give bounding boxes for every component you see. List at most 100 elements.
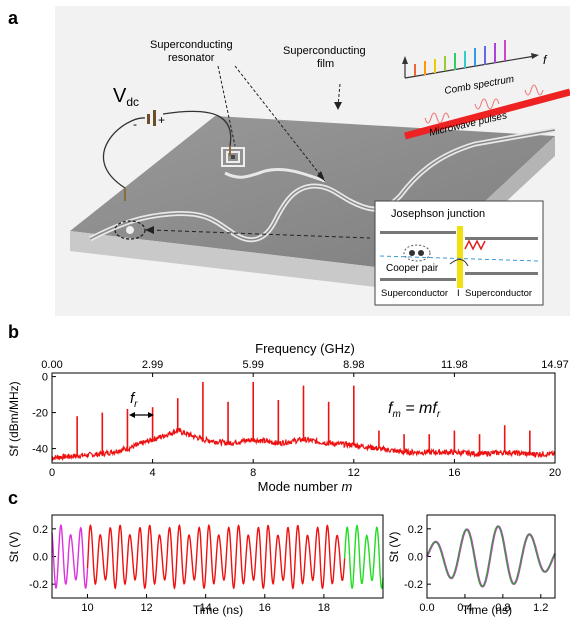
fr-arrowhead-right [148,412,154,418]
inset-arrow-line [149,229,371,239]
cpw-trace-upper [224,167,326,183]
c1-y-axis-label: St (V) [7,532,21,563]
fr-arrowhead-left [129,412,135,418]
device-schematic: Vdc - + Superconducting resonator Superc… [55,6,570,316]
callout-film: Superconducting film [283,45,369,70]
top-tick-label: 5.99 [242,359,263,371]
top-tick-label: 0.00 [41,359,62,371]
inset-divider: I [457,288,460,299]
x-tick-label: 0 [49,467,55,479]
c1-plot-frame [51,514,384,599]
y-axis-label: Sf (dBm/MHz) [7,381,21,456]
c1-x-tick-label: 12 [140,602,152,614]
y-tick-label: -40 [32,444,48,456]
spectrum-chart: Frequency (GHz) 0.00 2.99 5.99 8.98 11.98 14.… [7,341,569,493]
comb-f-label: f [543,53,548,67]
c1-x-tick-label: 16 [259,602,271,614]
c1-waveform-segment [51,523,89,590]
top-tick-label: 14.97 [541,359,569,371]
c2-x-tick-label: 0.4 [457,602,472,614]
c1-x-tick-label: 18 [318,602,330,614]
inset-left-label: Superconductor [381,288,448,299]
c1-x-tick-label: 14 [200,602,212,614]
chip-side [70,231,410,291]
fr-annotation: fr [130,390,138,410]
c2-waveform-series [426,525,556,587]
callout-resonator: Superconducting resonator [150,39,236,64]
inset-arrowhead [145,226,154,234]
c1-y-tick-label: -0.2 [29,579,48,591]
c1-y-tick-label: 0.0 [33,552,48,564]
callout-film-line [337,83,341,107]
callout-arrowhead-2 [334,102,342,110]
x-tick-label: 16 [448,467,460,479]
c2-y-axis-ticks: 0.2 0.0 -0.2 [404,524,431,591]
battery-minus: - [133,117,137,131]
y-tick-label: 0 [42,372,48,384]
plot-frame [51,372,556,464]
microwave-beam [404,88,570,140]
c1-waveform-segment [86,523,346,590]
callout-arrowhead-1 [317,171,325,181]
c2-y-tick-label: 0.2 [408,524,423,536]
josephson-inset: Josephson junction Cooper pair Supercond… [374,200,544,306]
c2-x-axis-label: Time (ns) [462,603,512,617]
spectrum-plot [51,382,556,462]
x-tick-label: 8 [250,467,256,479]
battery-plate-1 [147,114,150,124]
junction-barrier [457,226,463,288]
c1-y-axis-ticks: 0.2 0.0 -0.2 [29,524,56,591]
c1-x-tick-label: 10 [81,602,93,614]
junction-dot [126,226,134,234]
callout-resonator-line [217,65,236,147]
top-tick-label: 2.99 [142,359,163,371]
spiral-resonator [221,147,245,167]
panel-label-c: c [8,488,19,508]
top-axis-label: Frequency (GHz) [255,341,355,356]
c2-waveform-series [426,525,556,588]
comb-spectrum [402,40,539,79]
pulse-wavelets [424,84,544,124]
x-axis-ticks: 0 4 8 12 16 20 [49,459,561,479]
c1-x-axis-label: Time (ns) [193,603,243,617]
c1-waveform [51,523,384,590]
comb-formula: fm = mfr [388,400,441,420]
c2-x-tick-label: 1.2 [533,602,548,614]
c2-waveform [426,525,556,588]
c1-x-axis-ticks: 10 12 14 16 18 [81,594,330,614]
battery-plate-2 [153,110,156,126]
c2-x-tick-label: 0.8 [495,602,510,614]
c1-y-tick-label: 0.2 [33,524,48,536]
x-tick-label: 12 [348,467,360,479]
panel-label-b: b [8,322,19,342]
time-domain-charts: St (V) 0.2 0.0 -0.2 10 12 14 16 18 Time (ns) S… [7,514,556,617]
c2-x-tick-label: 0.0 [419,602,434,614]
top-tick-label: 11.98 [441,359,468,371]
battery-plus: + [158,113,165,127]
x-tick-label: 20 [549,467,561,479]
x-axis-label: Mode number m [258,479,353,493]
x-tick-label: 4 [150,467,156,479]
wire-right [162,110,232,147]
panel-label-a: a [8,8,19,28]
c2-plot-frame [426,514,556,599]
c2-x-axis-ticks: 0.0 0.4 0.8 1.2 [419,594,548,614]
inset-cooper-label: Cooper pair [386,263,439,274]
top-tick-label: 8.98 [343,359,364,371]
inset-right-label: Superconductor [465,288,532,299]
y-tick-label: -20 [32,408,48,420]
tunneling-wave [464,239,486,251]
callout-resonator-line-2 [234,65,326,182]
c2-y-axis-label: St (V) [387,532,401,563]
c2-y-tick-label: 0.0 [408,552,423,564]
cooper-pair-circle [403,244,431,262]
c1-waveform-segment [343,524,384,590]
cpw-trace-center [89,129,556,241]
top-axis-ticks: 0.00 2.99 5.99 8.98 11.98 14.97 [41,359,569,377]
spectrum-baseline [51,427,556,462]
inset-title: Josephson junction [391,208,485,220]
c2-y-tick-label: -0.2 [404,579,423,591]
wire-left [102,117,146,189]
y-axis-ticks: 0 -20 -40 [32,372,56,456]
vdc-label: Vdc [113,85,139,109]
